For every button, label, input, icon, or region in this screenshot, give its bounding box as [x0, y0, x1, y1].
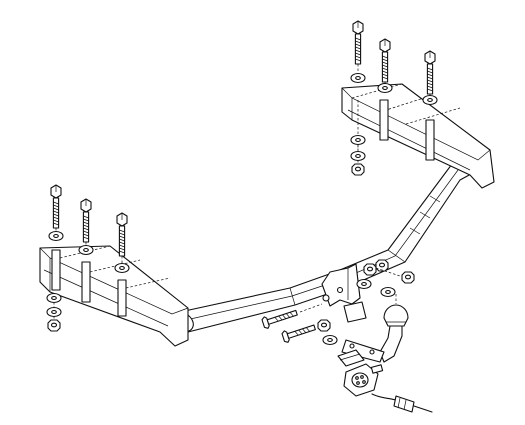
- washer-icon: [422, 94, 438, 106]
- nut-icon: [317, 319, 331, 332]
- left-bracket-hardware: [46, 184, 130, 332]
- left-mounting-bracket: [39, 245, 189, 347]
- washer-icon: [350, 72, 366, 84]
- washer-icon: [350, 150, 366, 162]
- right-mounting-bracket: [341, 83, 495, 189]
- bolt-icon: [50, 184, 62, 229]
- nut-icon: [401, 271, 415, 284]
- tow-ball: [341, 294, 409, 363]
- washer-icon: [114, 262, 130, 274]
- hitch-beam: [170, 148, 489, 333]
- washer-icon: [322, 334, 338, 346]
- washer-icon: [377, 82, 393, 94]
- washer-icon: [48, 230, 64, 242]
- bolt-icon: [116, 212, 128, 257]
- nut-icon: [363, 263, 377, 276]
- bolt-icon: [424, 50, 436, 95]
- washer-icon: [78, 244, 94, 256]
- bolt-icon: [379, 38, 391, 83]
- washer-icon: [356, 278, 372, 290]
- bolt-icon: [281, 324, 316, 343]
- washer-icon: [46, 306, 62, 318]
- nut-icon: [375, 259, 389, 272]
- nut-icon: [47, 319, 61, 332]
- washer-icon: [46, 292, 62, 304]
- right-bracket-hardware: [350, 20, 438, 176]
- washer-icon: [350, 134, 366, 146]
- bolt-icon: [352, 20, 364, 65]
- bolt-icon: [261, 309, 298, 329]
- bolt-icon: [80, 198, 92, 243]
- washer-icon: [380, 286, 396, 298]
- nut-icon: [351, 163, 365, 176]
- socket-plate: [337, 349, 365, 367]
- wiring-socket: [343, 363, 433, 413]
- safety-chain-bracket: [321, 263, 367, 323]
- hitch-bolts: [261, 303, 323, 343]
